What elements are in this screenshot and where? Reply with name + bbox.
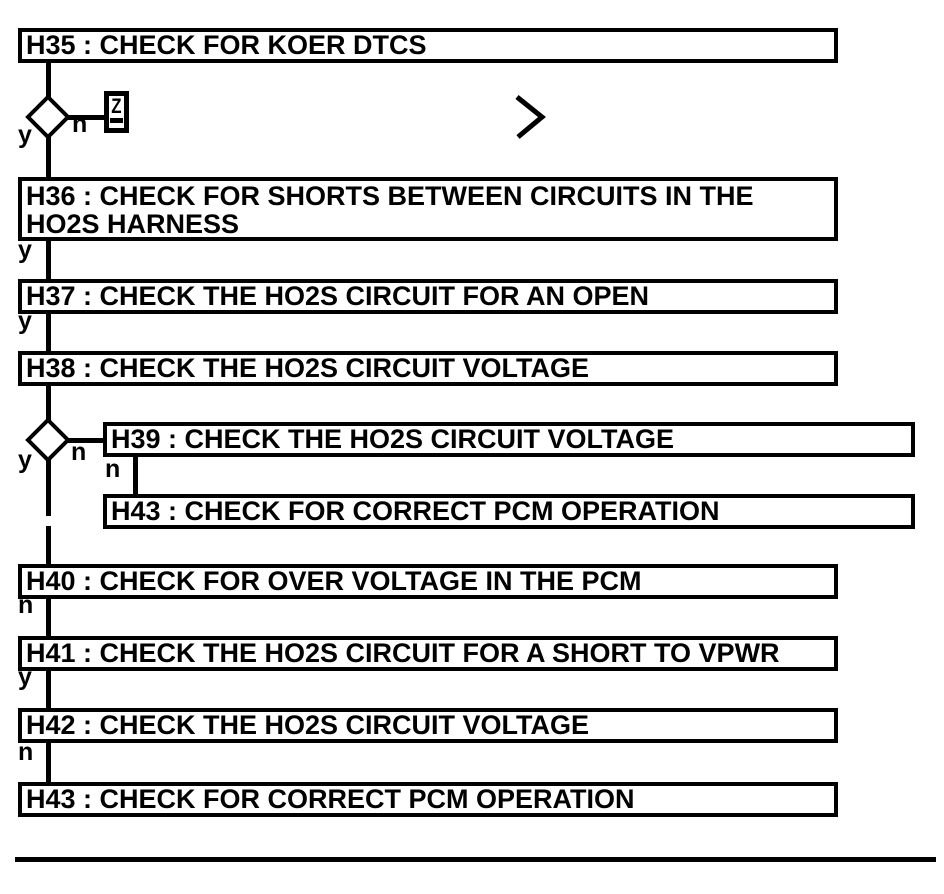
connector-line [46,669,51,711]
connector-line [46,526,51,568]
step-box-h43-bottom: H43 : CHECK FOR CORRECT PCM OPERATION [18,782,838,817]
decision-diamond-icon [25,94,71,140]
connector-line [46,135,51,181]
connector-line [46,239,51,282]
decision-diamond-icon [25,417,71,463]
chevron-right-icon [515,95,546,139]
branch-label-y: y [18,307,32,335]
offpage-connector-underline [110,118,123,123]
branch-label-n: n [18,738,34,766]
connector-line [64,438,105,443]
connector-line [133,455,138,497]
connector-line [46,60,51,100]
connector-line [46,384,51,422]
step-box-h37: H37 : CHECK THE HO2S CIRCUIT FOR AN OPEN [18,279,838,314]
connector-line [64,115,105,120]
offpage-connector-label: Z [111,95,122,118]
connector-line [46,597,51,639]
step-box-h43-top: H43 : CHECK FOR CORRECT PCM OPERATION [103,494,915,529]
step-box-h42: H42 : CHECK THE HO2S CIRCUIT VOLTAGE [18,708,838,743]
branch-label-y: y [18,663,32,691]
step-box-h39: H39 : CHECK THE HO2S CIRCUIT VOLTAGE [103,422,915,457]
branch-label-n: n [71,438,87,466]
branch-label-n: n [105,455,121,483]
connector-line [46,312,51,354]
branch-label-y: y [18,121,32,149]
step-box-h38: H38 : CHECK THE HO2S CIRCUIT VOLTAGE [18,351,838,386]
step-box-h36: H36 : CHECK FOR SHORTS BETWEEN CIRCUITS … [18,177,838,241]
connector-line [46,456,51,516]
footer-rule [15,857,936,862]
step-box-h35: H35 : CHECK FOR KOER DTCS [18,28,838,63]
step-box-h40: H40 : CHECK FOR OVER VOLTAGE IN THE PCM [18,564,838,599]
branch-label-y: y [18,236,32,264]
connector-line [46,741,51,785]
branch-label-n: n [18,591,34,619]
step-box-h41: H41 : CHECK THE HO2S CIRCUIT FOR A SHORT… [18,636,838,671]
offpage-connector: Z [104,91,129,133]
branch-label-n: n [72,110,88,138]
branch-label-y: y [18,446,32,474]
